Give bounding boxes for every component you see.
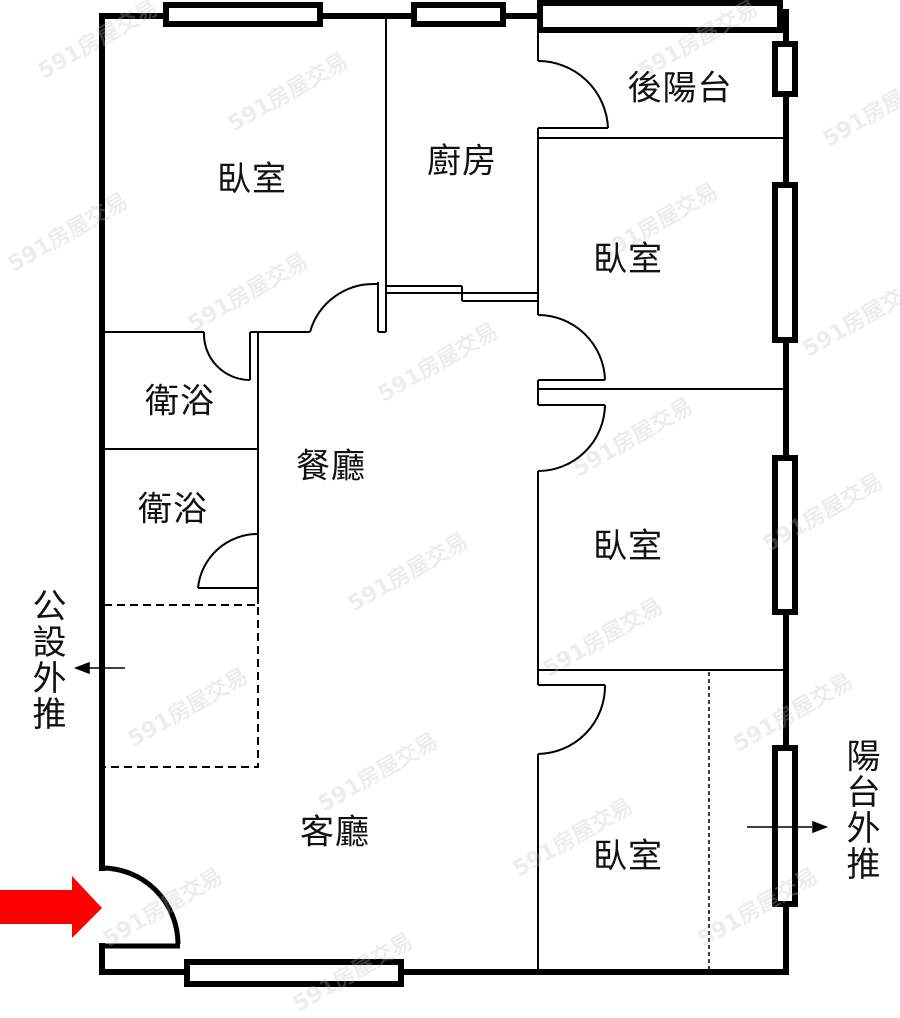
entrance-arrow-icon [0, 876, 102, 938]
room-label-bathroom-1: 衛浴 [145, 381, 215, 422]
public-extension-label: 公設外推 [26, 588, 66, 732]
room-label-kitchen: 廚房 [427, 141, 497, 182]
window-right-4 [772, 745, 798, 907]
window-right-3 [772, 455, 798, 615]
window-top-2 [411, 2, 506, 27]
room-label-rear-balcony: 後陽台 [627, 68, 733, 109]
window-right-2 [772, 182, 798, 343]
entrance-door [101, 865, 181, 949]
room-label-living-room: 客廳 [300, 812, 370, 853]
outer-walls [99, 9, 789, 975]
room-label-bathroom-2: 衛浴 [138, 489, 208, 530]
room-label-bedroom-3: 臥室 [593, 526, 663, 567]
interior-walls [104, 17, 784, 970]
window-right-1 [772, 41, 798, 97]
room-label-dining-room: 餐廳 [296, 446, 366, 487]
extension-arrows [73, 661, 829, 834]
room-label-bedroom-2: 臥室 [593, 239, 663, 280]
room-label-bedroom-1: 臥室 [217, 159, 287, 200]
window-top-3 [537, 0, 783, 33]
window-bottom [184, 959, 404, 987]
public-extension-area [103, 604, 259, 768]
dashed-lines [103, 604, 259, 768]
window-top-1 [163, 2, 323, 27]
windows [163, 0, 798, 987]
floor-plan [0, 0, 829, 987]
room-label-bedroom-4: 臥室 [593, 836, 663, 877]
balcony-extension-label: 陽台外推 [840, 738, 880, 882]
